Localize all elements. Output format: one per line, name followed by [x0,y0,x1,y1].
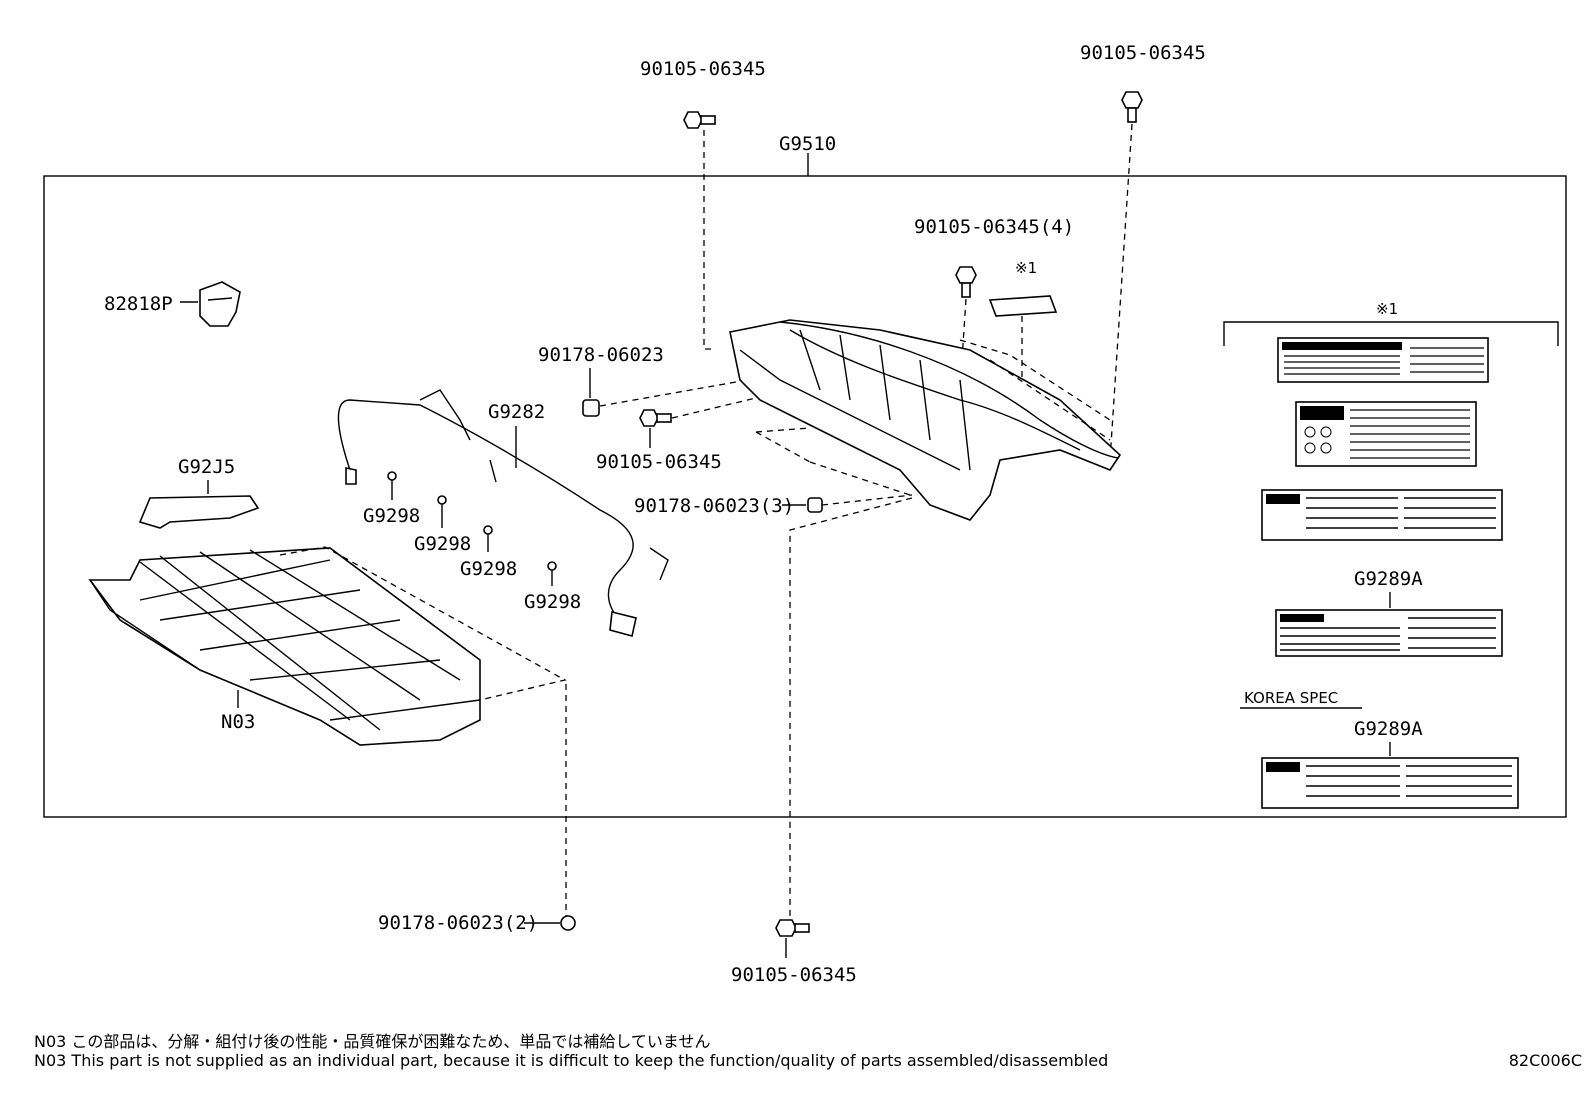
bolt-icon [639,409,672,427]
label-g9298-d[interactable]: G9298 [524,591,581,613]
bolt-icon [775,919,810,937]
battery-module [88,547,481,746]
label-g9298-b[interactable]: G9298 [414,533,471,555]
label-g9298-a[interactable]: G9298 [363,505,420,527]
nut-icon [582,399,600,417]
caution-label-1 [1277,337,1489,383]
assembly-frame [43,175,1567,818]
footnote-english: N03 This part is not supplied as an indi… [34,1051,1109,1070]
label-bolt-bottom[interactable]: 90105-06345 [731,964,857,986]
nut-icon [807,497,823,513]
bolt-icon [955,266,977,298]
caution-label-4 [1275,609,1503,657]
insulator-plate [138,495,260,529]
label-g9289a-2[interactable]: G9289A [1354,718,1423,740]
label-g9289a-1[interactable]: G9289A [1354,568,1423,590]
battery-upper-case [729,319,1122,521]
caution-label-3 [1261,489,1503,541]
label-g9282[interactable]: G9282 [488,401,545,423]
label-ref-mark[interactable]: ※1 [1015,259,1037,277]
label-bolt-x4[interactable]: 90105-06345(4) [914,216,1074,238]
bolt-icon [1121,91,1143,123]
label-bolt-mid[interactable]: 90105-06345 [596,451,722,473]
wire-harness [337,389,669,637]
clip-icon [199,281,241,327]
caution-label-2 [1295,401,1477,467]
label-82818p[interactable]: 82818P [104,293,173,315]
caution-label-5 [1261,757,1519,809]
footnote-japanese: N03 この部品は、分解・組付け後の性能・品質確保が困難なため、単品では補給して… [34,1032,711,1051]
label-n03[interactable]: N03 [221,711,255,733]
label-ref-mark-group[interactable]: ※1 [1376,300,1398,318]
label-g9298-c[interactable]: G9298 [460,558,517,580]
label-bolt-top-right[interactable]: 90105-06345 [1080,42,1206,64]
label-bolt-top-left[interactable]: 90105-06345 [640,58,766,80]
caution-label-sticker [988,295,1058,317]
bolt-icon [683,111,716,129]
label-korea-spec[interactable]: KOREA SPEC [1244,689,1338,707]
label-nut-x3[interactable]: 90178-06023(3) [634,495,794,517]
figure-code: 82C006C [1508,1051,1582,1070]
label-g9510[interactable]: G9510 [779,133,836,155]
nut-icon [560,915,576,931]
label-g92j5[interactable]: G92J5 [178,456,235,478]
label-nut-x2[interactable]: 90178-06023(2) [378,912,538,934]
label-nut-90178[interactable]: 90178-06023 [538,344,664,366]
